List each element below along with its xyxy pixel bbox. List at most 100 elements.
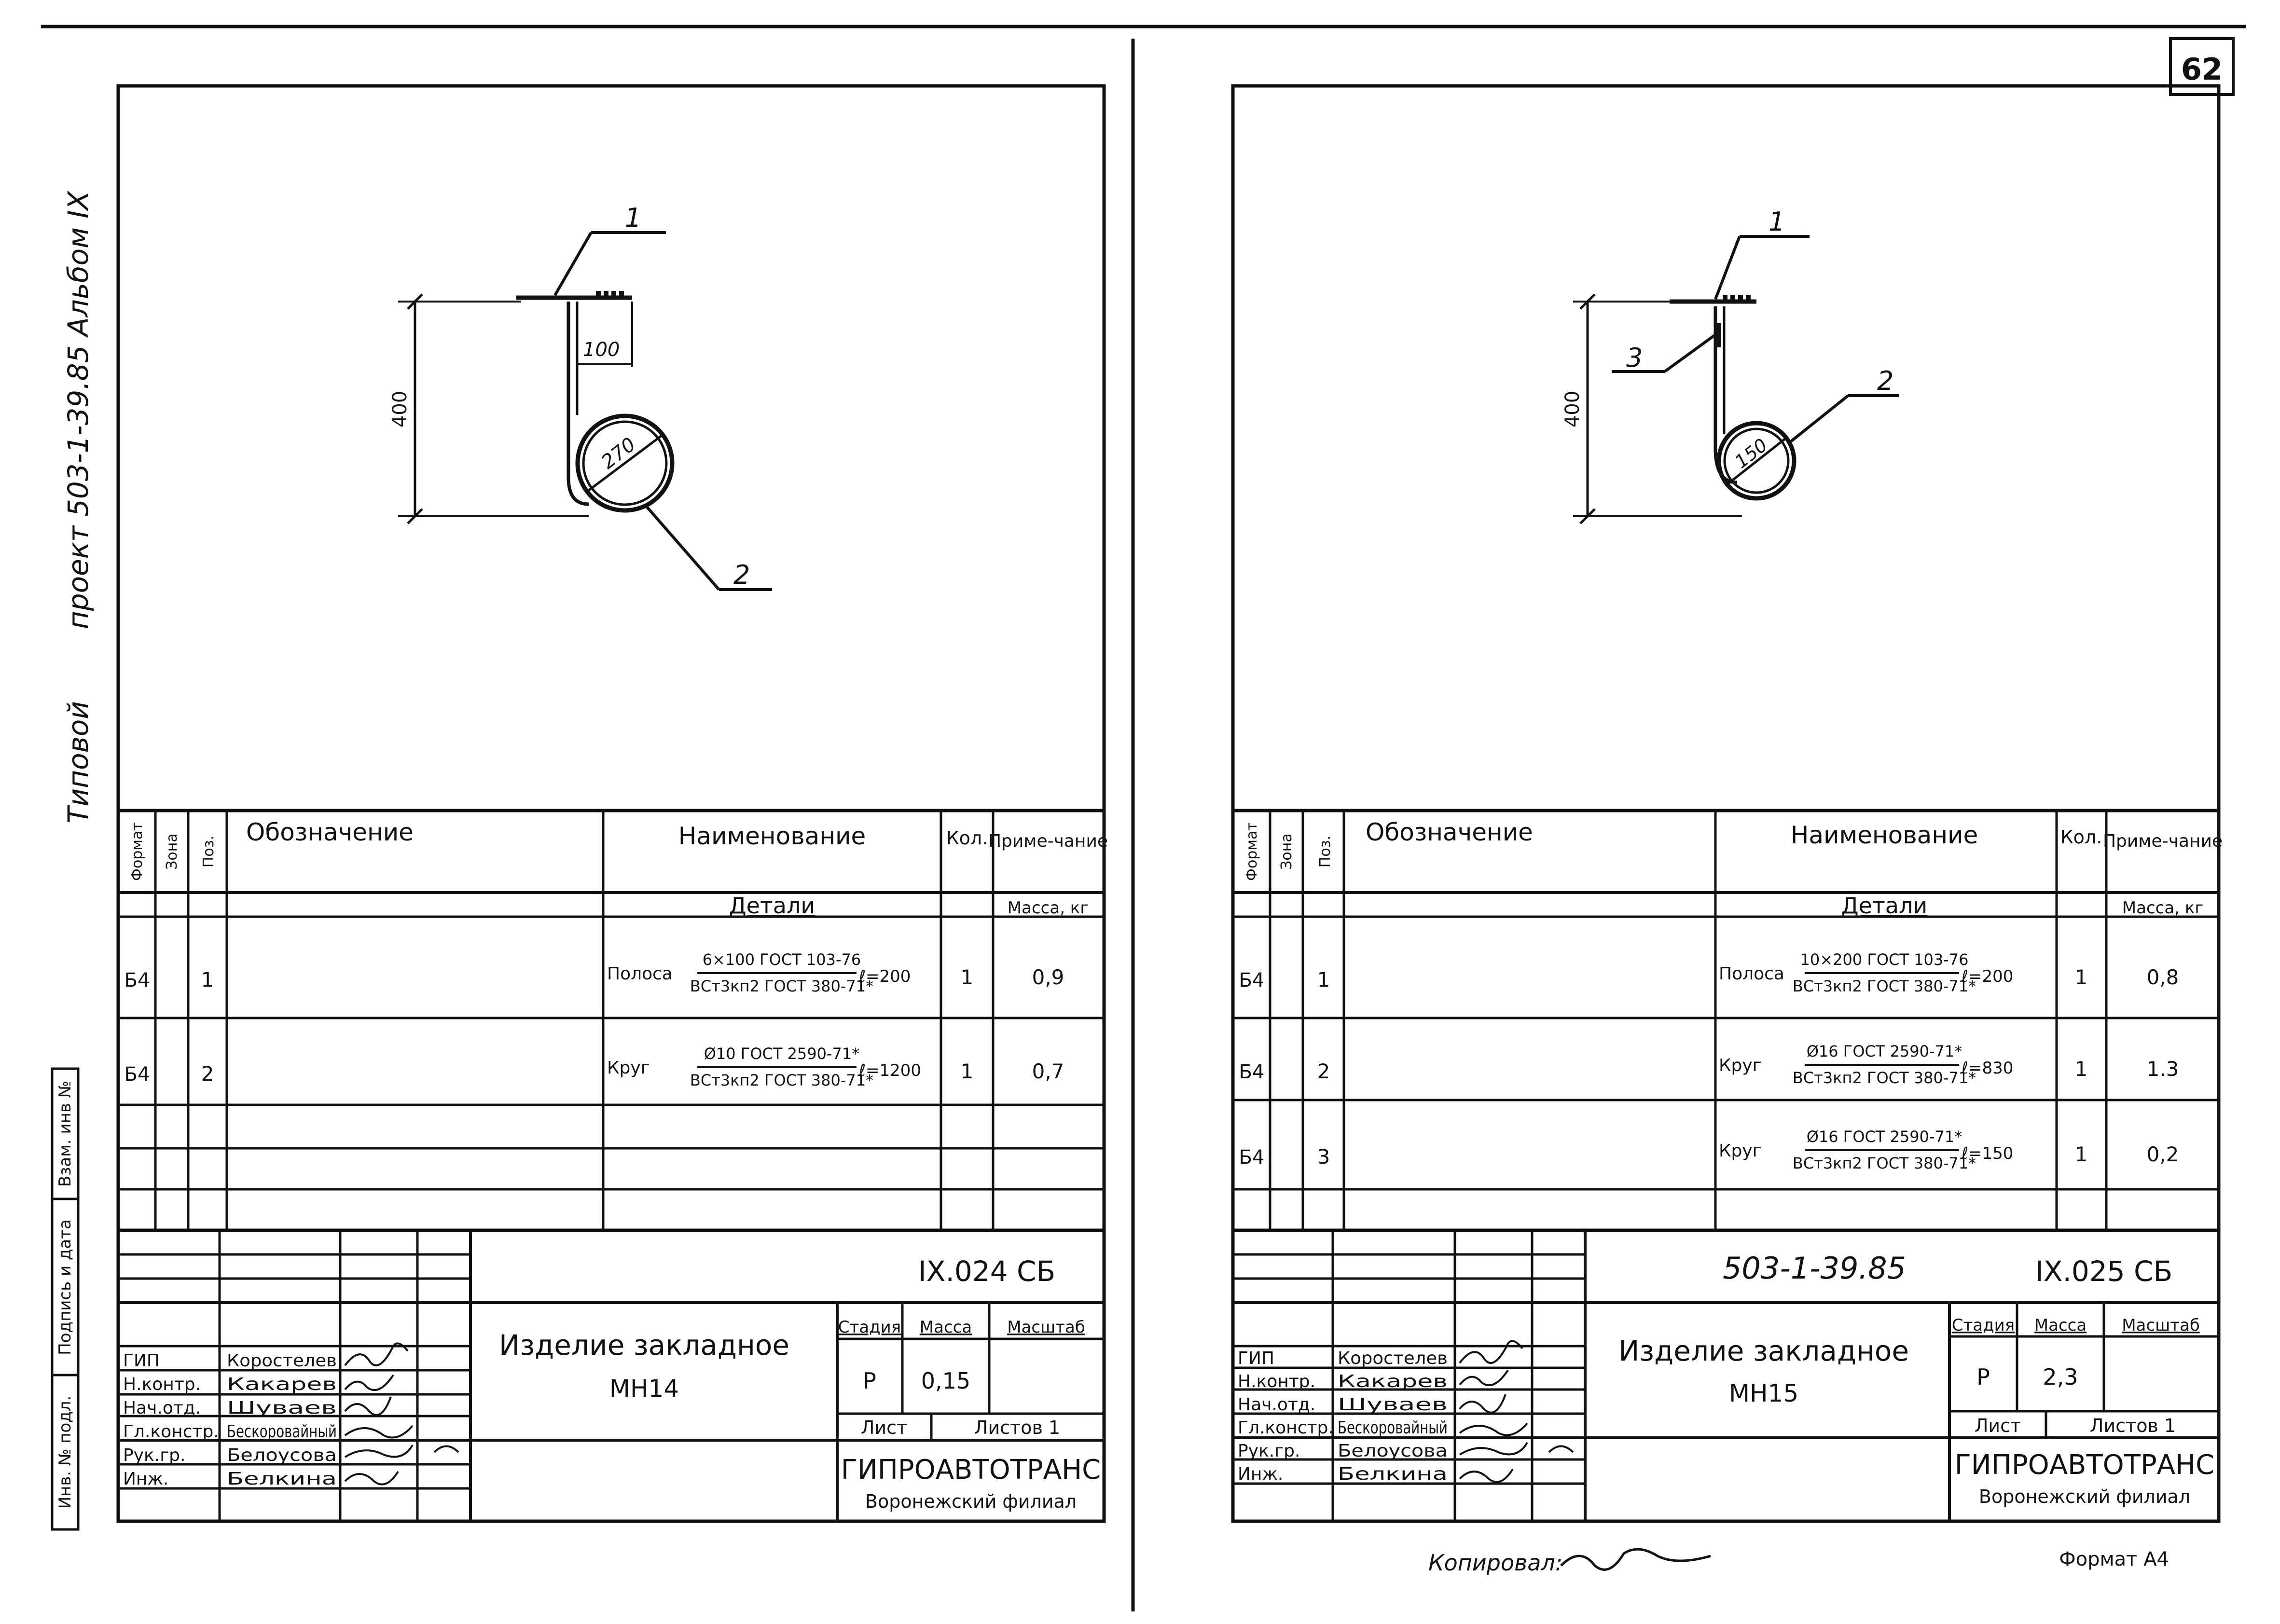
left-row1-spec-top: 6×100 ГОСТ 103-76	[703, 950, 861, 969]
left-callout-1: 1	[625, 203, 641, 233]
right-doc-number: IX.025 СБ	[2035, 1255, 2173, 1288]
left-row1-prefix: Полоса	[607, 964, 673, 984]
left-row1-pos: 1	[201, 968, 214, 991]
right-mass: 2,3	[2043, 1364, 2078, 1390]
left-staff-role: Н.контр.	[123, 1375, 201, 1394]
right-row1-mass: 0,8	[2147, 965, 2179, 989]
right-dim-height: 400	[1561, 391, 1584, 427]
right-row1-prefix: Полоса	[1719, 964, 1784, 984]
left-col-qty: Кол.	[946, 827, 988, 849]
copied-label: Копировал:	[1428, 1550, 1562, 1576]
right-staff-name: Белоусова	[1338, 1441, 1448, 1461]
side-box-replace: Взам. инв №	[55, 1081, 75, 1187]
right-frame	[1231, 84, 2221, 1523]
right-row1-spec-top: 10×200 ГОСТ 103-76	[1800, 950, 1969, 969]
left-row1-format: Б4	[124, 969, 150, 991]
left-callout-2: 2	[733, 560, 750, 590]
left-doc-number: IX.024 СБ	[918, 1255, 1056, 1288]
right-row2-prefix: Круг	[1719, 1056, 1762, 1075]
right-product-code: МН15	[1729, 1379, 1798, 1407]
left-row1-mass: 0,9	[1032, 965, 1064, 989]
left-row2-mass: 0,7	[1032, 1060, 1064, 1083]
right-staff-name: Бескоровайный	[1338, 1418, 1448, 1438]
right-org-name: ГИПРОАВТОТРАНС	[1955, 1449, 2215, 1481]
left-staff-name: Какарев	[227, 1375, 337, 1394]
right-scale-label: Масштаб	[2122, 1316, 2200, 1335]
right-section-title: Детали	[1841, 893, 1928, 919]
left-row1-qty: 1	[961, 965, 974, 989]
right-stage-label: Стадия	[1952, 1316, 2015, 1335]
left-spec-grid	[118, 809, 1104, 1232]
page-number: 62	[2181, 52, 2223, 87]
right-row3-format: Б4	[1239, 1146, 1265, 1169]
left-col-format: Формат	[129, 822, 146, 881]
left-row2-format: Б4	[124, 1063, 150, 1086]
right-row1-qty: 1	[2075, 965, 2088, 989]
right-staff-name: Какарев	[1338, 1372, 1448, 1391]
left-col-name: Наименование	[678, 822, 866, 850]
right-row1-length: ℓ=200	[1961, 967, 2013, 986]
left-section-title: Детали	[729, 893, 815, 919]
left-mass-header: Масса, кг	[1008, 898, 1089, 918]
left-row1-spec-bottom: ВСт3кп2 ГОСТ 380-71*	[690, 977, 873, 995]
left-col-note: Приме-чание	[988, 831, 1108, 851]
right-col-qty: Кол.	[2060, 826, 2102, 848]
left-staff-role: Рук.гр.	[123, 1445, 185, 1465]
right-mass-header: Масса, кг	[2122, 898, 2203, 918]
page-number-box	[2169, 37, 2235, 96]
left-dim-diameter: 270	[597, 433, 640, 473]
right-product-name: Изделие закладное	[1618, 1335, 1909, 1367]
left-org-branch: Воронежский филиал	[865, 1491, 1077, 1512]
side-approval-boxes: Инв. № подл. Подпись и дата Взам. инв №	[51, 1067, 80, 1531]
left-staff-role: Гл.констр.	[123, 1422, 219, 1442]
right-signatures	[1459, 1340, 1574, 1483]
right-row2-length: ℓ=830	[1961, 1059, 2013, 1078]
left-title-grid	[118, 1230, 1104, 1521]
left-dim-strip: 100	[583, 339, 620, 361]
left-row2-pos: 2	[201, 1062, 214, 1086]
right-row3-spec-top: Ø16 ГОСТ 2590-71*	[1807, 1128, 1962, 1146]
left-row2-spec-bottom: ВСт3кп2 ГОСТ 380-71*	[690, 1071, 873, 1089]
left-row1-length: ℓ=200	[858, 967, 911, 986]
left-org-name: ГИПРОАВТОТРАНС	[841, 1454, 1101, 1486]
right-sheet-label: Лист	[1975, 1415, 2021, 1436]
right-col-designation: Обозначение	[1366, 818, 1533, 846]
right-title-grid	[1233, 1230, 2219, 1521]
left-row2-length: ℓ=1200	[858, 1061, 921, 1080]
right-doc-code: 503-1-39.85	[1723, 1251, 1906, 1286]
right-staff-role: Гл.констр.	[1238, 1418, 1334, 1438]
left-mass: 0,15	[921, 1368, 970, 1394]
sheet-right: 1 2 3 400 150 Формат Зона Поз. Обозначен…	[1231, 84, 2223, 1523]
right-row2-qty: 1	[2075, 1057, 2088, 1081]
right-row3-length: ℓ=150	[1961, 1144, 2013, 1163]
right-staff-name: Белкина	[1338, 1464, 1448, 1484]
copied-signature	[1560, 1548, 1711, 1571]
left-col-zone: Зона	[164, 833, 180, 870]
left-staff-name: Шуваев	[227, 1398, 337, 1418]
right-staff-name: Шуваев	[1338, 1395, 1448, 1415]
left-staff-name: Бескоровайный	[227, 1422, 337, 1442]
format-label: Формат А4	[2059, 1548, 2169, 1570]
left-row2-prefix: Круг	[607, 1058, 650, 1078]
left-row2-qty: 1	[961, 1060, 974, 1083]
left-scale-label: Масштаб	[1007, 1318, 1085, 1337]
right-row1-format: Б4	[1239, 969, 1265, 991]
right-row3-spec-bottom: ВСт3кп2 ГОСТ 380-71*	[1793, 1154, 1976, 1172]
right-mass-label: Масса	[2034, 1316, 2087, 1335]
right-col-pos: Поз.	[1317, 836, 1334, 867]
left-staff-role: Нач.отд.	[123, 1398, 201, 1418]
right-sheets-label: Листов 1	[2090, 1415, 2176, 1436]
left-product-code: МН14	[609, 1375, 679, 1403]
series-label: Типовой	[62, 701, 95, 824]
left-part-drawing	[398, 231, 772, 591]
right-row2-mass: 1.3	[2147, 1057, 2179, 1081]
left-col-pos: Поз.	[200, 836, 217, 867]
right-row1-spec-bottom: ВСт3кп2 ГОСТ 380-71*	[1793, 977, 1976, 995]
right-row2-pos: 2	[1317, 1060, 1330, 1083]
right-callout-2: 2	[1877, 366, 1893, 396]
right-row3-mass: 0,2	[2147, 1142, 2179, 1166]
right-spec-grid	[1233, 809, 2219, 1232]
